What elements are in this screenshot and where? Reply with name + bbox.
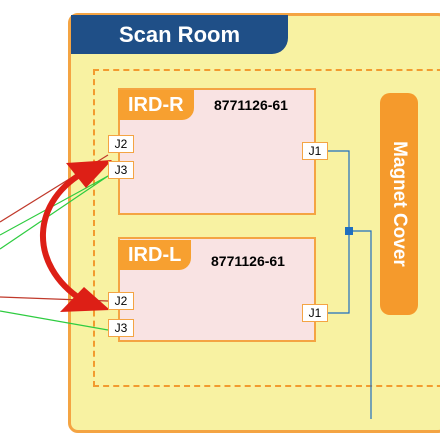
swap-arrowhead-down bbox=[60, 287, 110, 312]
trunk-wire bbox=[349, 230, 372, 419]
ird-r-label: IRD-R bbox=[118, 90, 194, 120]
ird-l-j2-port: J2 bbox=[108, 292, 134, 310]
wire-green-ird-r-1 bbox=[0, 175, 109, 236]
enclosure-boundary bbox=[93, 69, 440, 387]
wire-green-ird-l bbox=[0, 310, 109, 331]
wire-green-ird-r-2 bbox=[0, 175, 109, 250]
j1-wire-ird-l bbox=[328, 231, 350, 314]
swap-arrow-curve bbox=[40, 167, 91, 303]
junction-node bbox=[345, 227, 353, 235]
ird-r-j1-port: J1 bbox=[302, 142, 328, 160]
j1-wire-ird-r bbox=[328, 150, 350, 231]
ird-r-part-number: 8771126-61 bbox=[214, 97, 288, 113]
scan-room-area bbox=[68, 13, 440, 433]
scan-room-title: Scan Room bbox=[71, 15, 288, 54]
magnet-cover bbox=[380, 93, 418, 315]
ird-r-j3-port: J3 bbox=[108, 161, 134, 179]
ird-r-j2-port: J2 bbox=[108, 135, 134, 153]
wiring-diagram bbox=[0, 150, 372, 419]
ird-l-j3-port: J3 bbox=[108, 319, 134, 337]
ird-l-part-number: 8771126-61 bbox=[211, 253, 285, 269]
ird-l-label: IRD-L bbox=[118, 240, 192, 270]
swap-arrowhead-up bbox=[66, 160, 112, 188]
ird-l-j1-port: J1 bbox=[302, 304, 328, 322]
